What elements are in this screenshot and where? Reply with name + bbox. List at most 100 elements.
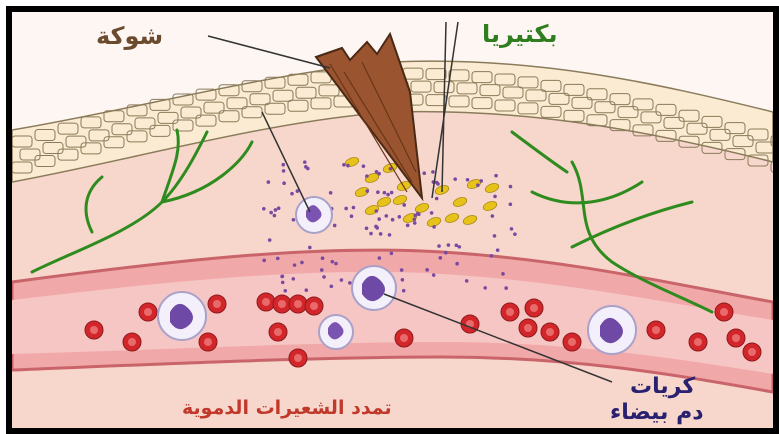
signal-dot — [334, 262, 338, 266]
red-blood-cell-center — [144, 308, 152, 316]
red-blood-cell-center — [732, 334, 740, 342]
red-blood-cell-center — [213, 300, 221, 308]
signal-dot — [455, 243, 459, 247]
signal-dot — [303, 160, 307, 164]
signal-dot — [479, 179, 483, 183]
signal-dot — [320, 268, 324, 272]
red-blood-cell-center — [278, 300, 286, 308]
signal-dot — [416, 212, 420, 216]
signal-dot — [391, 218, 395, 222]
signal-dot — [398, 215, 402, 219]
signal-dot — [378, 256, 382, 260]
signal-dot — [465, 279, 469, 283]
signal-dot — [435, 197, 439, 201]
white-blood-cell — [158, 292, 206, 340]
signal-dot — [400, 268, 404, 272]
red-blood-cell-center — [128, 338, 136, 346]
signal-dot — [282, 181, 286, 185]
signal-dot — [369, 232, 373, 236]
inflammation-illustration — [12, 12, 773, 428]
signal-dot — [439, 256, 443, 260]
signal-dot — [346, 164, 350, 168]
signal-dot — [348, 281, 352, 285]
signal-dot — [390, 191, 394, 195]
signal-dot — [350, 214, 354, 218]
signal-dot — [377, 217, 381, 221]
signal-dot — [330, 285, 334, 289]
white-blood-cell — [588, 306, 636, 354]
signal-dot — [483, 286, 487, 290]
red-blood-cell-center — [90, 326, 98, 334]
signal-dot — [305, 288, 309, 292]
signal-dot — [262, 259, 266, 263]
signal-dot — [321, 256, 325, 260]
signal-dot — [432, 273, 436, 277]
red-blood-cell-center — [748, 348, 756, 356]
signal-dot — [300, 261, 304, 265]
red-blood-cell-center — [294, 300, 302, 308]
white-blood-cell — [319, 315, 353, 349]
signal-dot — [402, 203, 406, 207]
signal-dot — [437, 244, 441, 248]
signal-dot — [402, 289, 406, 293]
signal-dot — [268, 238, 272, 242]
signal-dot — [293, 263, 297, 267]
signal-dot — [267, 180, 271, 184]
signal-dot — [513, 232, 517, 236]
signal-dot — [333, 224, 337, 228]
signal-dot — [453, 177, 457, 181]
signal-dot — [432, 225, 436, 229]
signal-dot — [388, 233, 392, 237]
signal-dot — [401, 278, 405, 282]
red-blood-cell-center — [530, 304, 538, 312]
red-blood-cell-center — [294, 354, 302, 362]
white-blood-cell — [296, 197, 332, 233]
signal-dot — [493, 195, 497, 199]
signal-dot — [280, 275, 284, 279]
signal-dot — [504, 286, 508, 290]
red-blood-cell-center — [568, 338, 576, 346]
signal-dot — [365, 226, 369, 230]
signal-dot — [344, 207, 348, 211]
capillary-dilation-label: تمدد الشعيرات الدموية — [182, 397, 392, 419]
signal-dot — [292, 218, 296, 222]
red-blood-cell-center — [546, 328, 554, 336]
red-blood-cell-center — [204, 338, 212, 346]
signal-dot — [444, 251, 448, 255]
signal-dot — [491, 214, 495, 218]
signal-dot — [262, 207, 266, 211]
signal-dot — [282, 169, 286, 173]
signal-dot — [291, 277, 295, 281]
white-blood-cells-label-line2: دم بيضاء — [610, 400, 704, 425]
signal-dot — [376, 190, 380, 194]
signal-dot — [281, 163, 285, 167]
signal-dot — [379, 232, 383, 236]
red-blood-cell-center — [652, 326, 660, 334]
signal-dot — [490, 254, 494, 258]
signal-dot — [374, 225, 378, 229]
red-blood-cell-center — [720, 308, 728, 316]
signal-dot — [352, 206, 356, 210]
signal-dot — [290, 192, 294, 196]
signal-dot — [412, 218, 416, 222]
signal-dot — [362, 164, 366, 168]
red-blood-cell-center — [524, 324, 532, 332]
signal-dot — [276, 257, 280, 261]
signal-dot — [386, 193, 390, 197]
signal-dot — [374, 209, 378, 213]
thorn-label: شوكة — [96, 22, 163, 50]
red-blood-cell-center — [694, 338, 702, 346]
signal-dot — [365, 189, 369, 193]
signal-dot — [277, 206, 281, 210]
signal-dot — [510, 227, 514, 231]
signal-dot — [501, 272, 505, 276]
red-blood-cell-center — [400, 334, 408, 342]
signal-dot — [466, 178, 470, 182]
signal-dot — [425, 268, 429, 272]
signal-dot — [365, 174, 369, 178]
bacteria-label: بكتيريا — [482, 20, 558, 48]
signal-dot — [383, 191, 387, 195]
signal-dot — [330, 260, 334, 264]
signal-dot — [375, 170, 379, 174]
